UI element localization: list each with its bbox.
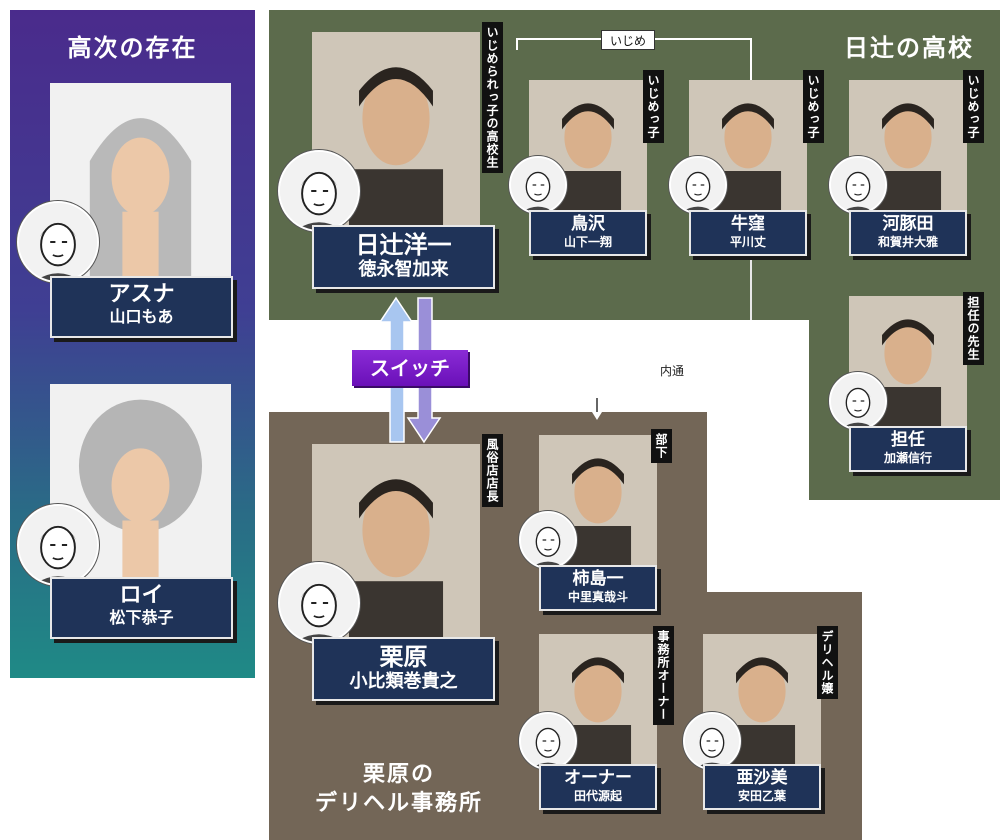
manga-avatar-roi (17, 504, 99, 586)
naitsu-line-vertical (750, 256, 752, 320)
group-title-school: 日辻の高校 (844, 33, 974, 62)
manga-avatar-owner (519, 712, 577, 770)
actor-roi: 松下恭子 (109, 608, 174, 628)
card-roi: ロイ 松下恭子 (17, 384, 235, 649)
manga-avatar-kakishima (519, 511, 577, 569)
actor-asami: 安田乙葉 (737, 788, 786, 803)
nameplate-kakishima: 柿島一 中里真哉斗 (539, 565, 657, 611)
nameplate-ushikubo: 牛窪 平川丈 (689, 210, 807, 256)
tag-kurihara: 風俗店店長 (482, 434, 503, 507)
actor-kafuta: 和賀井大雅 (877, 234, 938, 249)
naitsu-arrow-stem (596, 398, 598, 412)
manga-avatar-tannin (829, 372, 887, 430)
nameplate-owner: オーナー 田代源起 (539, 764, 657, 810)
role-roi: ロイ (119, 582, 164, 608)
actor-ushikubo: 平川丈 (729, 234, 766, 249)
card-tannin: 担任の先生 担任 加瀬信行 (829, 292, 984, 476)
role-kurihara: 栗原 (379, 642, 428, 671)
card-ushikubo: いじめっ子 牛窪 平川丈 (669, 70, 824, 260)
nameplate-kurihara: 栗原 小比類巻貴之 (312, 637, 495, 701)
actor-kurihara: 小比類巻貴之 (349, 670, 458, 692)
role-hitsuji: 日辻洋一 (355, 230, 452, 259)
role-asuna: アスナ (108, 281, 175, 307)
role-kafuta: 河豚田 (882, 214, 934, 234)
card-asami: デリヘル嬢 亜沙美 安田乙葉 (683, 626, 838, 814)
card-kakishima: 部下 柿島一 中里真哉斗 (519, 429, 674, 615)
tag-kakishima: 部下 (651, 429, 672, 463)
actor-asuna: 山口もあ (109, 307, 174, 327)
group-title-deli: 栗原の デリヘル事務所 (289, 760, 509, 817)
actor-owner: 田代源起 (573, 788, 622, 803)
tag-hitsuji: いじめられっ子の高校生 (482, 22, 503, 173)
nameplate-asami: 亜沙美 安田乙葉 (703, 764, 821, 810)
card-torisawa: いじめっ子 鳥沢 山下一翔 (509, 70, 664, 260)
nameplate-torisawa: 鳥沢 山下一翔 (529, 210, 647, 256)
nameplate-kafuta: 河豚田 和賀井大雅 (849, 210, 967, 256)
nameplate-hitsuji: 日辻洋一 徳永智加来 (312, 225, 495, 289)
role-asami: 亜沙美 (736, 768, 788, 788)
tag-owner: 事務所オーナー (653, 626, 674, 725)
group-title-deli-line1: 栗原の (362, 761, 435, 787)
group-title-deli-line2: デリヘル事務所 (314, 789, 483, 816)
ijime-label: いじめ (601, 30, 655, 50)
manga-avatar-asuna (17, 201, 99, 283)
card-asuna: アスナ 山口もあ (17, 83, 235, 348)
ijime-line-right-drop (750, 38, 752, 80)
naitsu-arrow-icon (592, 412, 602, 420)
nameplate-asuna: アスナ 山口もあ (50, 276, 233, 338)
manga-avatar-kurihara (278, 562, 360, 644)
tag-kafuta: いじめっ子 (963, 70, 984, 143)
ijime-line-left-drop (516, 38, 518, 50)
manga-avatar-ushikubo (669, 156, 727, 214)
manga-avatar-kafuta (829, 156, 887, 214)
nameplate-tannin: 担任 加瀬信行 (849, 426, 967, 472)
actor-hitsuji: 徳永智加来 (358, 258, 449, 280)
tag-ushikubo: いじめっ子 (803, 70, 824, 143)
nameplate-roi: ロイ 松下恭子 (50, 577, 233, 639)
card-kurihara: 風俗店店長 栗原 小比類巻貴之 (278, 434, 507, 709)
role-torisawa: 鳥沢 (571, 214, 605, 234)
card-kafuta: いじめっ子 河豚田 和賀井大雅 (829, 70, 984, 260)
card-owner: 事務所オーナー オーナー 田代源起 (519, 626, 674, 814)
manga-avatar-asami (683, 712, 741, 770)
tag-asami: デリヘル嬢 (817, 626, 838, 699)
role-ushikubo: 牛窪 (731, 214, 765, 234)
actor-torisawa: 山下一翔 (563, 234, 612, 249)
actor-tannin: 加瀬信行 (883, 450, 932, 465)
role-kakishima: 柿島一 (572, 569, 624, 589)
switch-badge: スイッチ (352, 350, 468, 386)
role-owner: オーナー (564, 768, 632, 788)
manga-avatar-hitsuji (278, 150, 360, 232)
actor-kakishima: 中里真哉斗 (567, 589, 628, 604)
group-title-koji: 高次の存在 (67, 33, 198, 62)
tag-torisawa: いじめっ子 (643, 70, 664, 143)
naitsu-label: 内通 (660, 364, 685, 378)
card-hitsuji: いじめられっ子の高校生 日辻洋一 徳永智加来 (278, 22, 507, 297)
role-tannin: 担任 (891, 430, 925, 450)
manga-avatar-torisawa (509, 156, 567, 214)
tag-tannin: 担任の先生 (963, 292, 984, 365)
